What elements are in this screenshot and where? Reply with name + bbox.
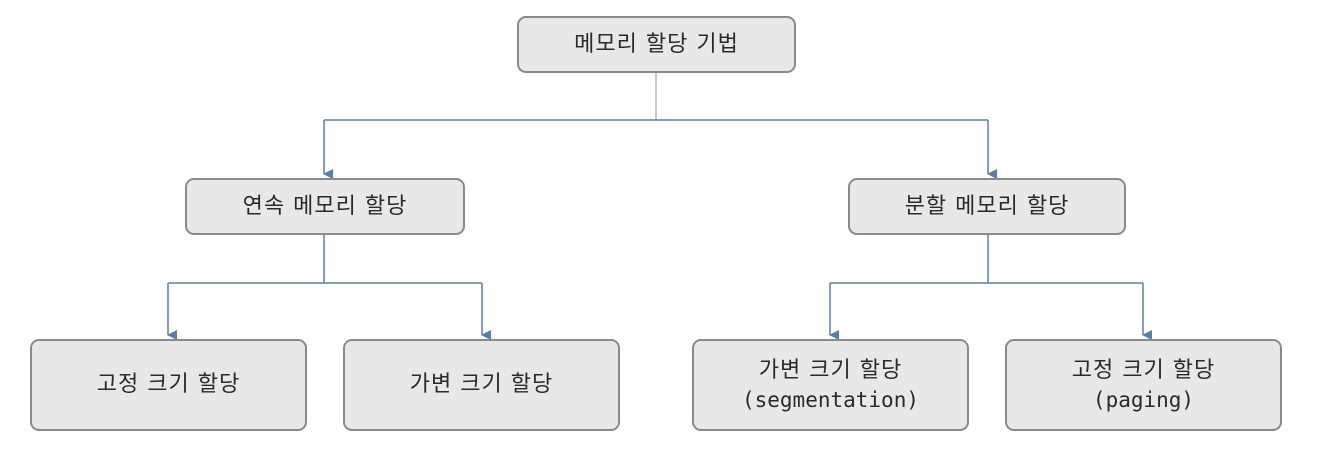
node-label: 고정 크기 할당 bbox=[1071, 357, 1216, 383]
node-label: 고정 크기 할당 bbox=[96, 372, 241, 398]
contiguous-fixed-size-node: 고정 크기 할당 bbox=[30, 339, 307, 431]
node-sublabel: (segmentation) bbox=[741, 387, 919, 412]
node-sublabel: (paging) bbox=[1092, 387, 1195, 412]
node-label: 가변 크기 할당 bbox=[758, 357, 903, 383]
noncontiguous-allocation-node: 분할 메모리 할당 bbox=[848, 178, 1126, 235]
node-label: 연속 메모리 할당 bbox=[242, 193, 408, 219]
paging-node: 고정 크기 할당 (paging) bbox=[1005, 339, 1282, 431]
contiguous-variable-size-node: 가변 크기 할당 bbox=[343, 339, 620, 431]
segmentation-node: 가변 크기 할당 (segmentation) bbox=[692, 339, 969, 431]
memory-allocation-technique-node: 메모리 할당 기법 bbox=[517, 16, 796, 73]
node-label: 가변 크기 할당 bbox=[409, 372, 554, 398]
node-label: 분할 메모리 할당 bbox=[904, 193, 1070, 219]
contiguous-allocation-node: 연속 메모리 할당 bbox=[185, 178, 465, 235]
node-label: 메모리 할당 기법 bbox=[574, 31, 739, 57]
